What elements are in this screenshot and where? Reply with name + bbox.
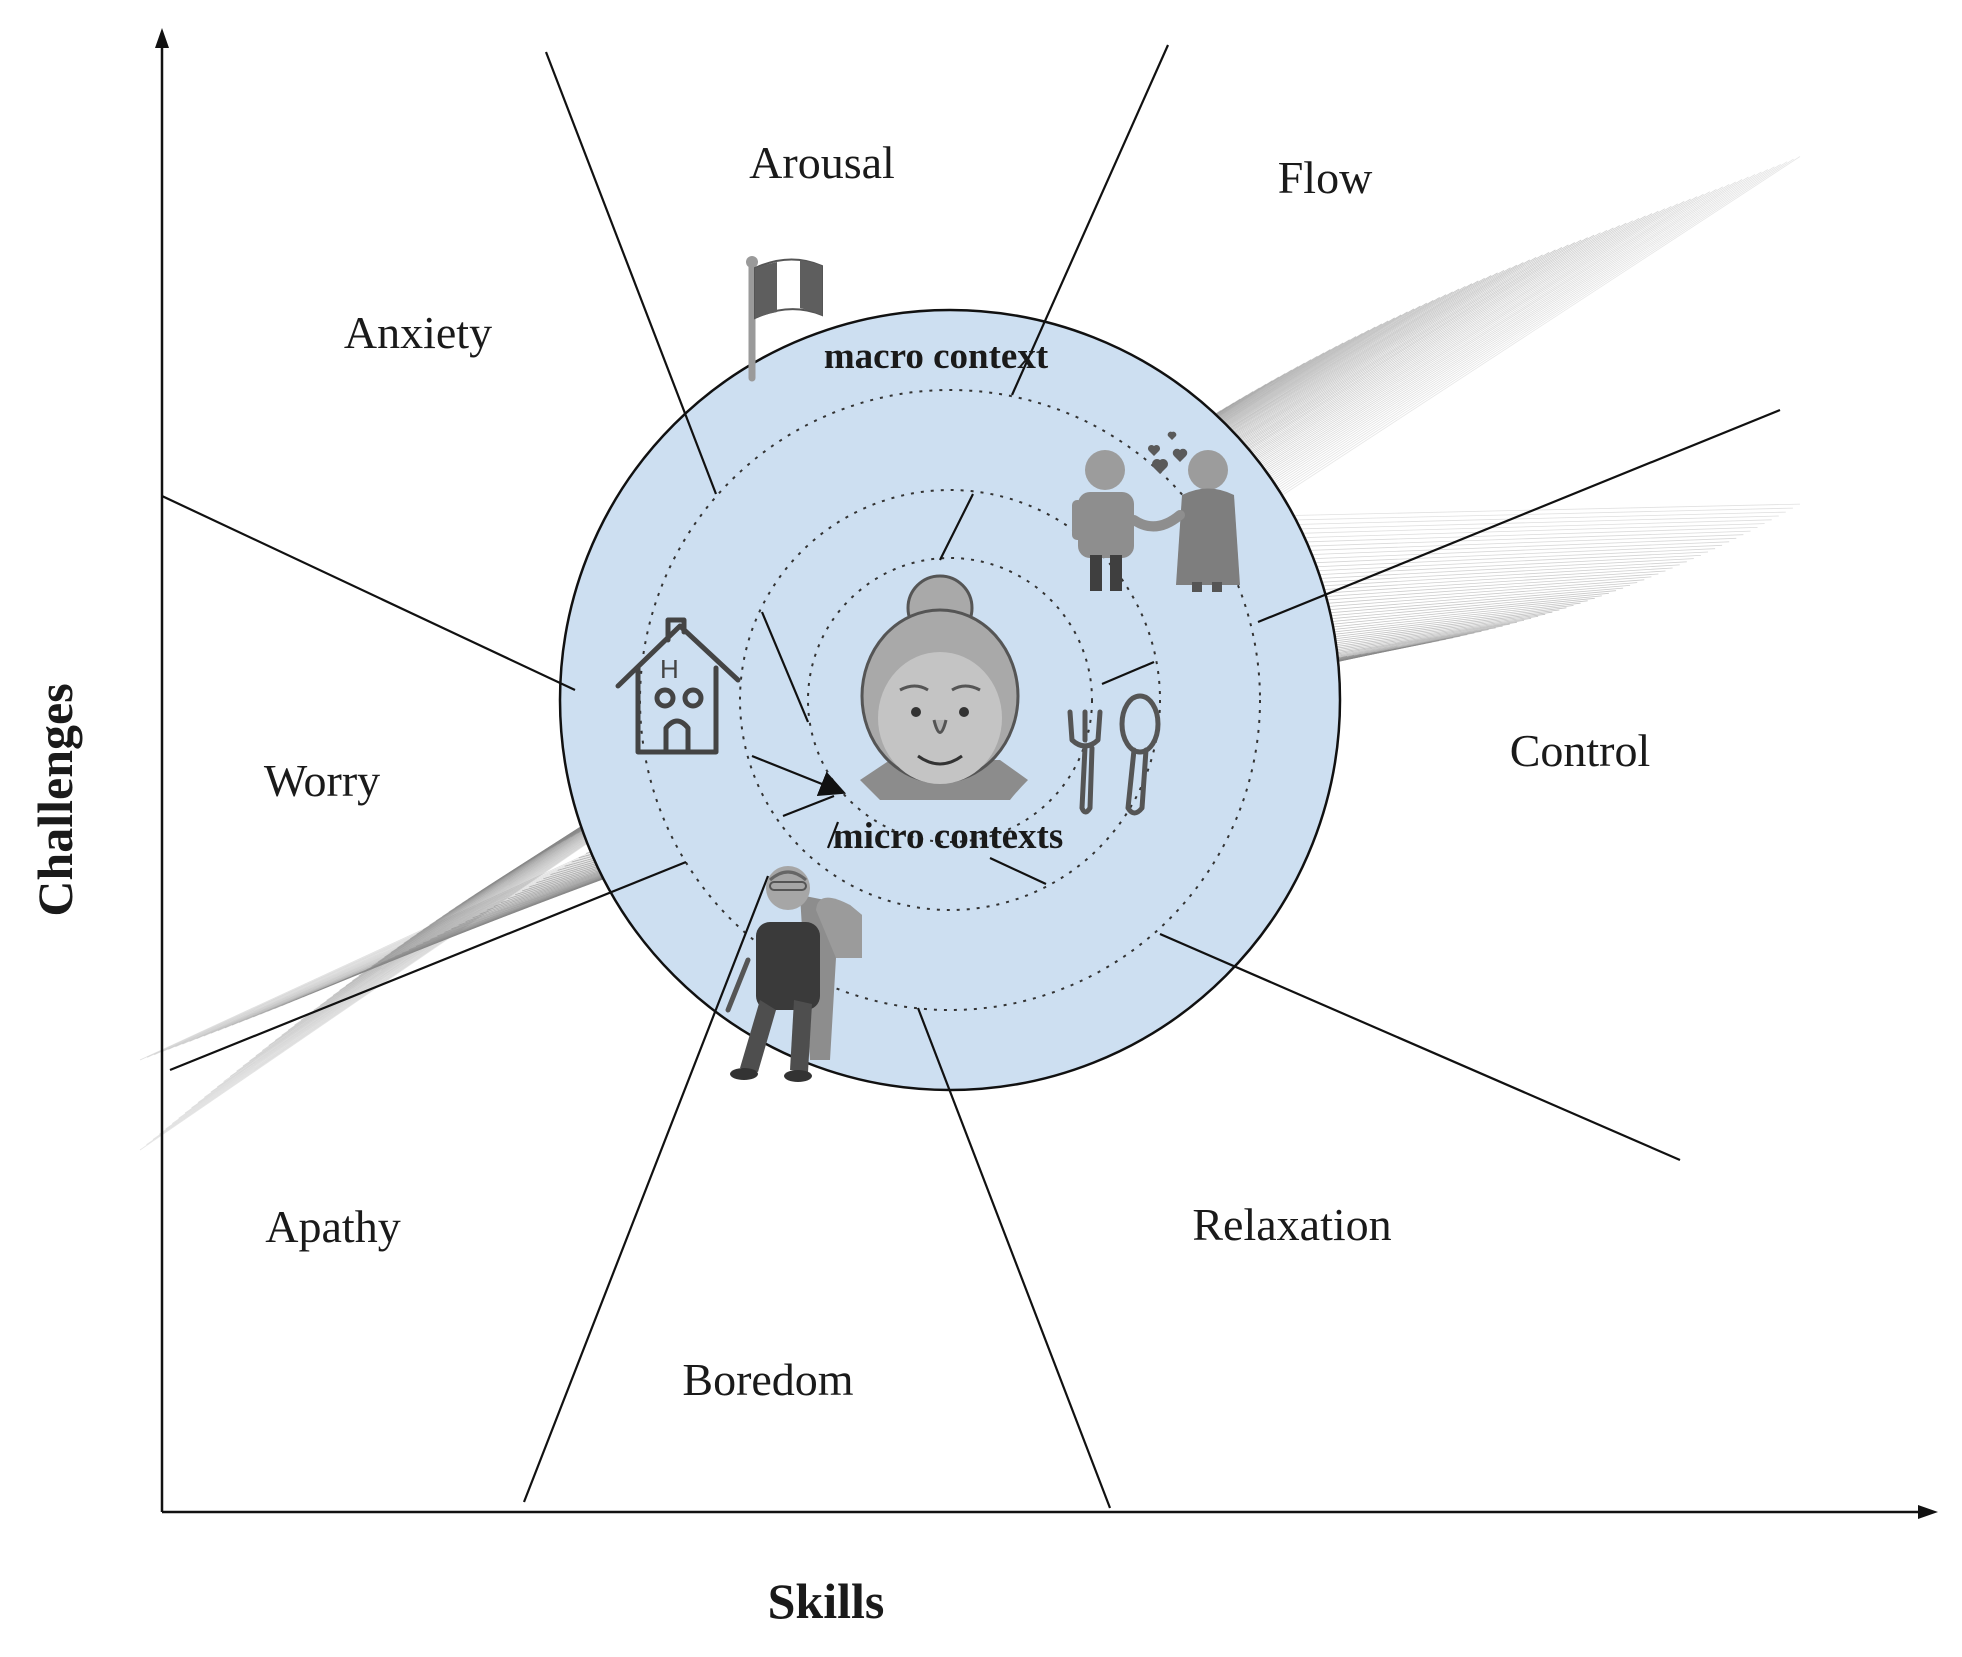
zone-label-apathy: Apathy (265, 1201, 400, 1252)
sector-line-arousal-flow (1010, 44, 1170, 396)
middle-dotted-ring (739, 489, 1161, 911)
inner-spoke-5 (782, 794, 835, 818)
zone-label-anxiety: Anxiety (344, 307, 492, 358)
sector-line-anxiety-arousal (544, 51, 718, 495)
couple-icon (1072, 431, 1240, 592)
inner-spoke-1 (939, 493, 974, 561)
outer-dotted-ring (639, 389, 1261, 1011)
sector-line-control-relaxation (1159, 932, 1681, 1162)
zone-label-arousal: Arousal (749, 137, 895, 188)
sector-line-anxiety-worry (161, 495, 576, 691)
macro-context-label: macro context (824, 336, 1049, 377)
inner-spoke-6 (826, 821, 840, 849)
fork-spoon-icon (1067, 693, 1161, 816)
zone-label-control: Control (1510, 725, 1651, 776)
inner-spoke-4 (989, 857, 1047, 885)
sector-line-flow-control (1257, 408, 1781, 624)
x-axis-title: Skills (768, 1573, 885, 1629)
inner-dotted-ring (807, 557, 1093, 843)
sector-line-apathy-boredom (522, 875, 770, 1503)
svg-text:H: H (660, 654, 679, 684)
micro-contexts-label: micro contexts (833, 816, 1064, 857)
inner-spoke-2 (1101, 660, 1155, 686)
house-icon: H (615, 617, 741, 755)
y-axis-arrow (155, 28, 169, 48)
sector-line-worry-apathy (169, 860, 687, 1072)
zone-label-boredom: Boredom (682, 1354, 853, 1405)
zone-label-relaxation: Relaxation (1192, 1199, 1391, 1250)
x-axis-arrow (1918, 1505, 1938, 1519)
sector-line-boredom-relaxation (916, 1007, 1112, 1509)
zone-label-flow: Flow (1278, 152, 1373, 203)
elderly-woman-face-icon (860, 574, 1028, 800)
inner-spoke-3 (760, 611, 810, 723)
center-arrow (751, 754, 847, 797)
flag-icon (746, 256, 823, 382)
zone-label-worry: Worry (264, 755, 380, 806)
y-axis-title: Challenges (27, 683, 83, 916)
elderly-man-armchair-icon (725, 866, 862, 1082)
